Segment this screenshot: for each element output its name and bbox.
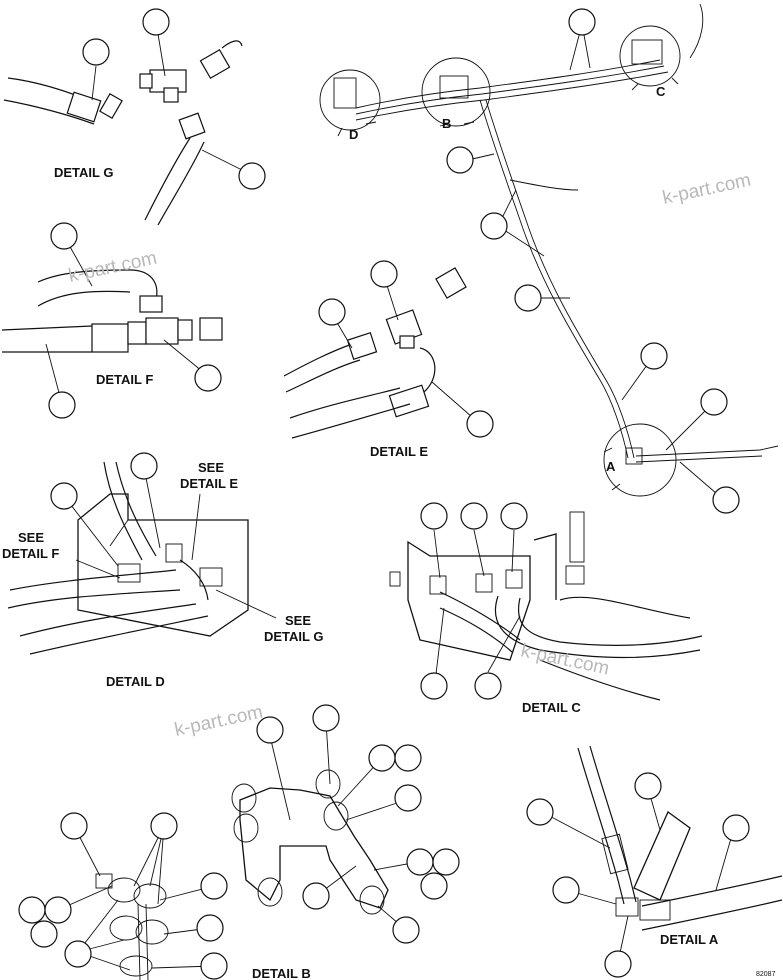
detail-b-drawing <box>57 721 419 980</box>
watermark: k-part.com <box>173 702 265 741</box>
detail-e-drawing <box>283 267 481 439</box>
main-routing-drawing <box>319 3 779 501</box>
view-letter-d: D <box>349 127 358 142</box>
watermark: k-part.com <box>67 248 159 287</box>
detail-g-label: DETAIL G <box>54 165 113 180</box>
detail-f-label: DETAIL F <box>96 372 153 387</box>
detail-c-drawing <box>389 511 703 701</box>
detail-c-label: DETAIL C <box>522 700 581 715</box>
see-detail-e-line2: DETAIL E <box>180 476 238 491</box>
detail-g-drawing <box>3 33 251 226</box>
watermark: k-part.com <box>519 640 611 679</box>
detail-f-drawing <box>1 235 223 405</box>
see-detail-g-line1: SEE <box>285 613 311 628</box>
detail-d-label: DETAIL D <box>106 674 165 689</box>
detail-a-label: DETAIL A <box>660 932 719 947</box>
see-detail-e-line1: SEE <box>198 460 224 475</box>
detail-d-drawing <box>7 461 277 655</box>
detail-a-drawing <box>541 745 783 963</box>
detail-e-label: DETAIL E <box>370 444 428 459</box>
see-detail-f-line2: DETAIL F <box>2 546 59 561</box>
view-letter-b: B <box>442 116 451 131</box>
view-letter-c: C <box>656 84 666 99</box>
see-detail-f-line1: SEE <box>18 530 44 545</box>
drawing-code: 82087 <box>756 971 776 978</box>
callout-balloons <box>18 8 750 980</box>
watermark: k-part.com <box>661 170 753 209</box>
detail-b-label: DETAIL B <box>252 966 311 980</box>
view-letter-a: A <box>606 459 616 474</box>
see-detail-g-line2: DETAIL G <box>264 629 323 644</box>
